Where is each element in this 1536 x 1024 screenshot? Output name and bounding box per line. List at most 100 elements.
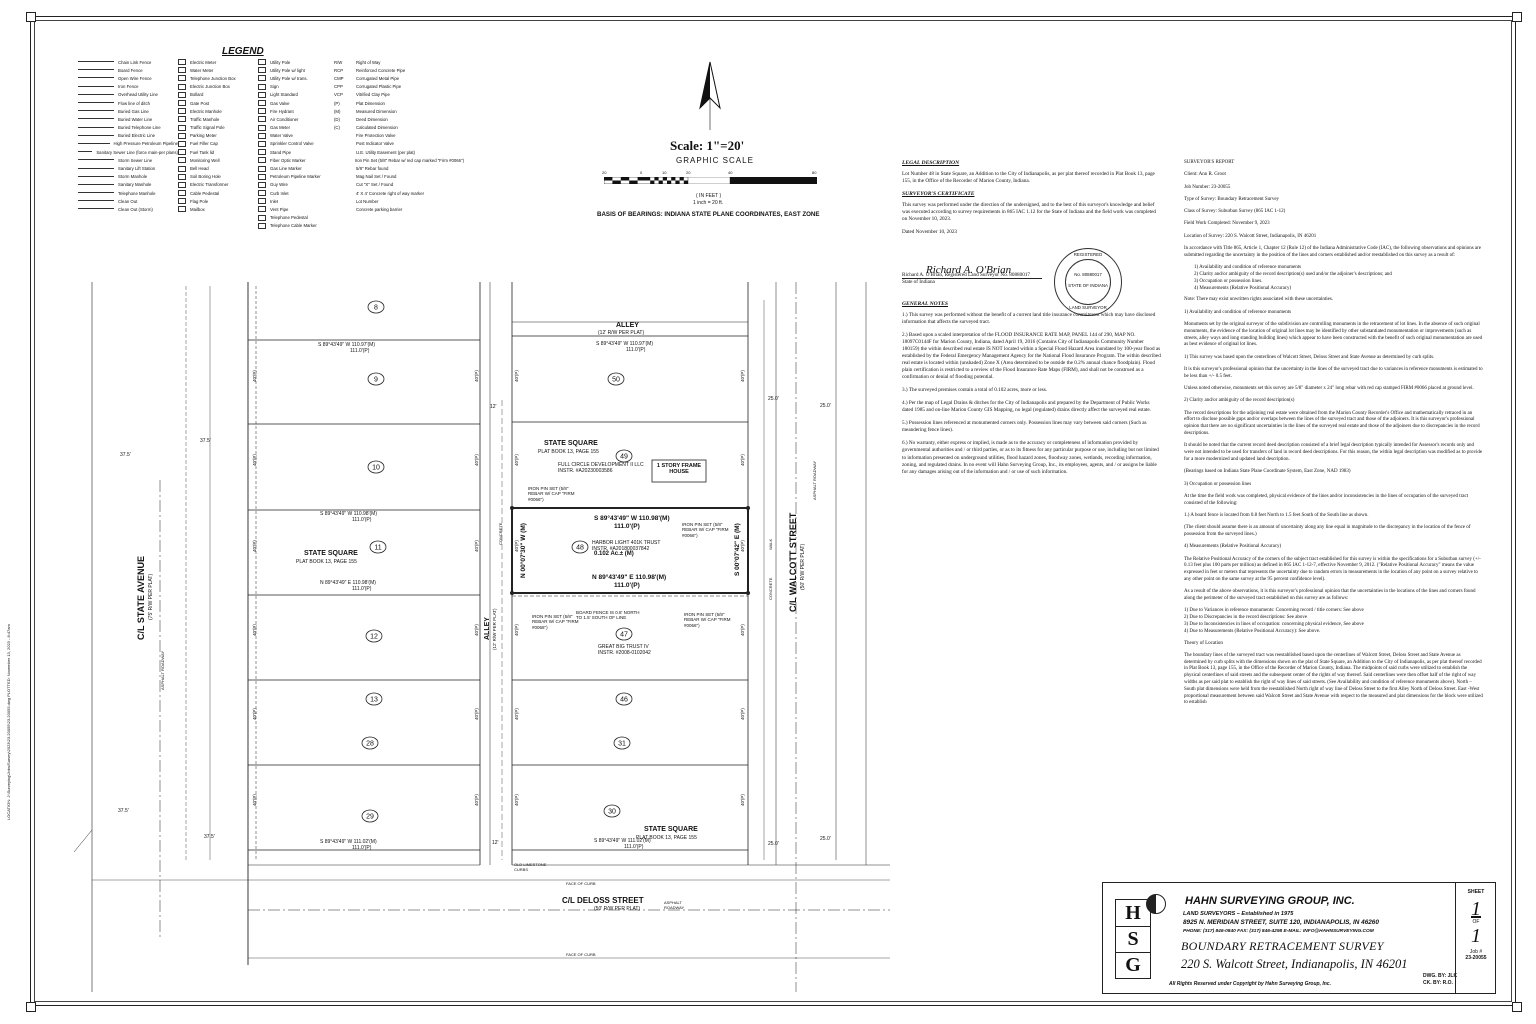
legend-row: Gas Valve	[258, 99, 338, 107]
legend-label: Electric Manhole	[190, 108, 222, 114]
border-corner	[1512, 12, 1522, 22]
legend-symbol-icon	[258, 100, 266, 107]
legend-row: Traffic Manhole	[178, 115, 258, 123]
legend-symbol-icon	[178, 67, 186, 74]
legend-symbol-icon	[78, 167, 114, 170]
legend-row: Iron Fence	[78, 83, 178, 91]
legend-row: Soil Boring Hole	[178, 173, 258, 181]
report-section: 3) Occupation or possession lines	[1184, 481, 1252, 487]
legend-row: Board Fence	[78, 66, 178, 74]
legend-row: Gate Post	[178, 99, 258, 107]
legend-symbol-icon: RCP	[334, 67, 344, 73]
legend-symbol-icon	[258, 222, 266, 229]
legend-row: (P)Plat Dimension	[334, 99, 464, 107]
sheet-of: OF	[1472, 919, 1480, 925]
face-of-curb-label: FACE OF CURB	[566, 881, 596, 886]
drawing-title: BOUNDARY RETRACEMENT SURVEY	[1181, 939, 1384, 953]
legend-row: Petroleum Pipeline Marker	[258, 173, 338, 181]
legend-label: Right of Way	[356, 59, 381, 65]
legend-label: Vitrified Clay Pipe	[356, 92, 390, 98]
legend-label: Buried Telephone Line	[118, 125, 161, 131]
legend-label: Bollard	[190, 92, 204, 98]
scale-segment	[683, 180, 688, 184]
drawing-border	[30, 16, 1516, 1006]
legend-row: Cable Pedestal	[178, 189, 258, 197]
legend-label: Deed Dimension	[356, 116, 388, 122]
lot-number-circle	[603, 804, 621, 818]
lot-number-circle	[361, 809, 379, 823]
legend-label: Open Wire Fence	[118, 75, 152, 81]
border-corner	[1512, 1002, 1522, 1012]
legend-label: Corrugated Metal Pipe	[356, 75, 399, 81]
lot-depth-dimension: 40'(P)	[474, 454, 479, 466]
subdivision-plat: PLAT BOOK 13, PAGE 155	[538, 449, 599, 455]
legend-row: (M)Measured Dimension	[334, 107, 464, 115]
legend-row: Air Conditioner	[258, 115, 338, 123]
legend-symbol-icon	[78, 159, 114, 161]
lot-number: 28	[366, 741, 374, 748]
lot-number-circle	[367, 372, 385, 386]
legend-row: 5/8" Rebar found	[334, 164, 464, 172]
legend-symbol-icon	[178, 108, 186, 115]
lot-number-circle	[367, 300, 385, 314]
legend-label: Monitoring Well	[190, 157, 220, 163]
legend-row: Chain Link Fence	[78, 58, 178, 66]
border-corner	[26, 1002, 36, 1012]
legend-label: Mailbox	[190, 206, 205, 212]
lot-number-circle	[365, 692, 383, 706]
general-notes-heading: GENERAL NOTES	[902, 300, 948, 307]
legend-row: Curb Inlet	[258, 189, 338, 197]
alley-rw-top: (12' R/W PER PLAT)	[598, 330, 645, 336]
legend-symbol-icon	[78, 110, 114, 112]
legend-row: Fire Hydrant	[258, 107, 338, 115]
report-list-item: 3) Occupation or possession lines.	[1194, 278, 1263, 284]
asphalt-label: ASPHALT ROADWAY	[664, 900, 685, 910]
lot-number-circle	[361, 736, 379, 750]
instrument-lot-47: INSTR. #2008-0102042	[598, 650, 651, 656]
drawn-checked: DWG. BY: JLK CK. BY: R.O.	[1423, 973, 1457, 986]
logo-letter: G	[1125, 954, 1141, 976]
legend-row: Overhead Utility Line	[78, 91, 178, 99]
lot-depth-dimension: 40'(P)	[740, 708, 745, 720]
iron-pin-note: IRON PIN SET (5/8" REBAR W/ CAP "FIRM #0…	[532, 614, 579, 630]
legend-symbol-icon	[78, 118, 114, 120]
legend-row: Electric Manhole	[178, 107, 258, 115]
legend-symbol-icon	[78, 142, 110, 145]
general-note: 5.) Possession lines referenced at monum…	[902, 420, 1147, 434]
lot-number: 47	[620, 632, 628, 639]
scale-segment	[612, 180, 621, 184]
legend-symbol-icon: (P)	[334, 100, 340, 106]
lot-depth-dimension: 40'(P)	[474, 624, 479, 636]
line-label: S 89°43'49" W 111.02'(M)	[594, 838, 651, 844]
general-note: 3.) The surveyed premises contain a tota…	[902, 387, 1048, 394]
surveyor-signature: Richard A. O'Brian	[926, 264, 1012, 276]
report-paragraph: As a result of the above observations, i…	[1184, 589, 1476, 602]
report-section: 2) Clarity and/or ambiguity of the recor…	[1184, 398, 1295, 404]
legend-symbol-icon	[78, 192, 114, 194]
deloss-street-label: C/L DELOSS STREET	[562, 896, 644, 905]
fence-note: BOARD FENCE IS 0.8' NORTH TO 1.5' SOUTH …	[576, 610, 640, 621]
report-results: 1) Due to Variances in reference monumen…	[1184, 608, 1484, 635]
legend-row: Utility Pole w/ light	[258, 66, 338, 74]
frame-house-label: 1 STORY FRAME HOUSE	[656, 463, 702, 475]
dimension: 37.5'	[120, 452, 131, 458]
legend-row: Fuel Tank lid	[178, 148, 258, 156]
legend-symbol-icon	[258, 165, 266, 172]
subdivision-label: STATE SQUARE	[304, 550, 358, 557]
alley-rw-mid: (12' R/W PER PLAT)	[492, 608, 497, 650]
legend-label: Vent Pipe	[270, 206, 289, 212]
bearing-west-line: N 00°07'30" W (M)	[520, 523, 527, 578]
sheet-number: 1	[1471, 898, 1481, 920]
legend-row: Buried Water Line	[78, 115, 178, 123]
legend-symbol-icon	[178, 59, 186, 66]
scale-tick: 80	[812, 170, 817, 175]
legend-row: Light Standard	[258, 91, 338, 99]
north-arrow-icon	[699, 61, 721, 130]
alley-label-mid: ALLEY	[484, 617, 491, 640]
legend-row: Gas Meter	[258, 124, 338, 132]
job-number: 23-20055	[1465, 955, 1487, 961]
legend-label: Electric Junction Box	[190, 84, 230, 90]
legend-symbol-icon	[258, 108, 266, 115]
